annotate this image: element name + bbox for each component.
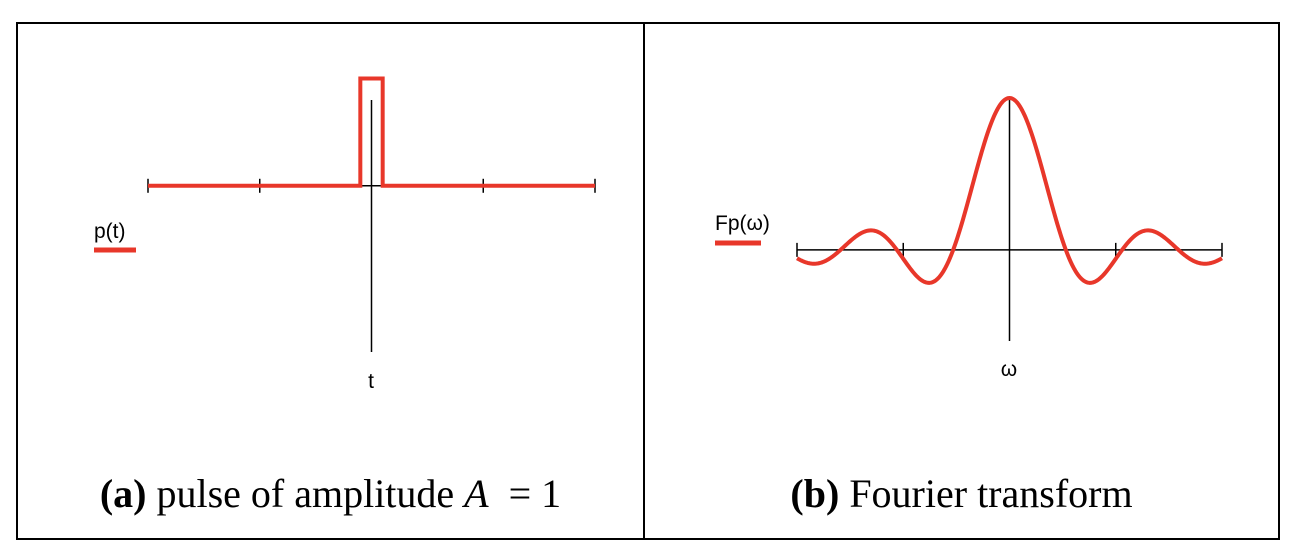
panel-divider	[643, 22, 645, 540]
chart-a-axes	[147, 100, 596, 352]
caption-a-variable: A	[464, 471, 489, 516]
caption-b-text: Fourier transform	[839, 471, 1133, 516]
chart-b-series-fp	[796, 96, 1223, 285]
chart-a-x-axis-label: t	[368, 370, 374, 393]
chart-a-legend-label: p(t)	[94, 220, 126, 243]
caption-b-label: (b)	[790, 471, 840, 516]
chart-a-pulse: p(t) t	[94, 76, 596, 393]
chart-b-fourier: Fp(ω) ω	[715, 96, 1223, 381]
chart-b-legend-label: Fp(ω)	[715, 212, 770, 235]
caption-a-text: pulse of amplitude	[146, 471, 465, 516]
chart-b-axes	[796, 98, 1223, 341]
caption-a-label: (a)	[99, 471, 147, 516]
caption-a-value: = 1	[488, 471, 562, 516]
figure-frame	[16, 22, 1280, 540]
chart-b-x-axis-label: ω	[1001, 358, 1017, 381]
caption-b: (b) Fourier transform	[645, 466, 1278, 522]
chart-a-series-pulse	[148, 76, 595, 188]
caption-a: (a) pulse of amplitude A = 1	[18, 466, 643, 522]
